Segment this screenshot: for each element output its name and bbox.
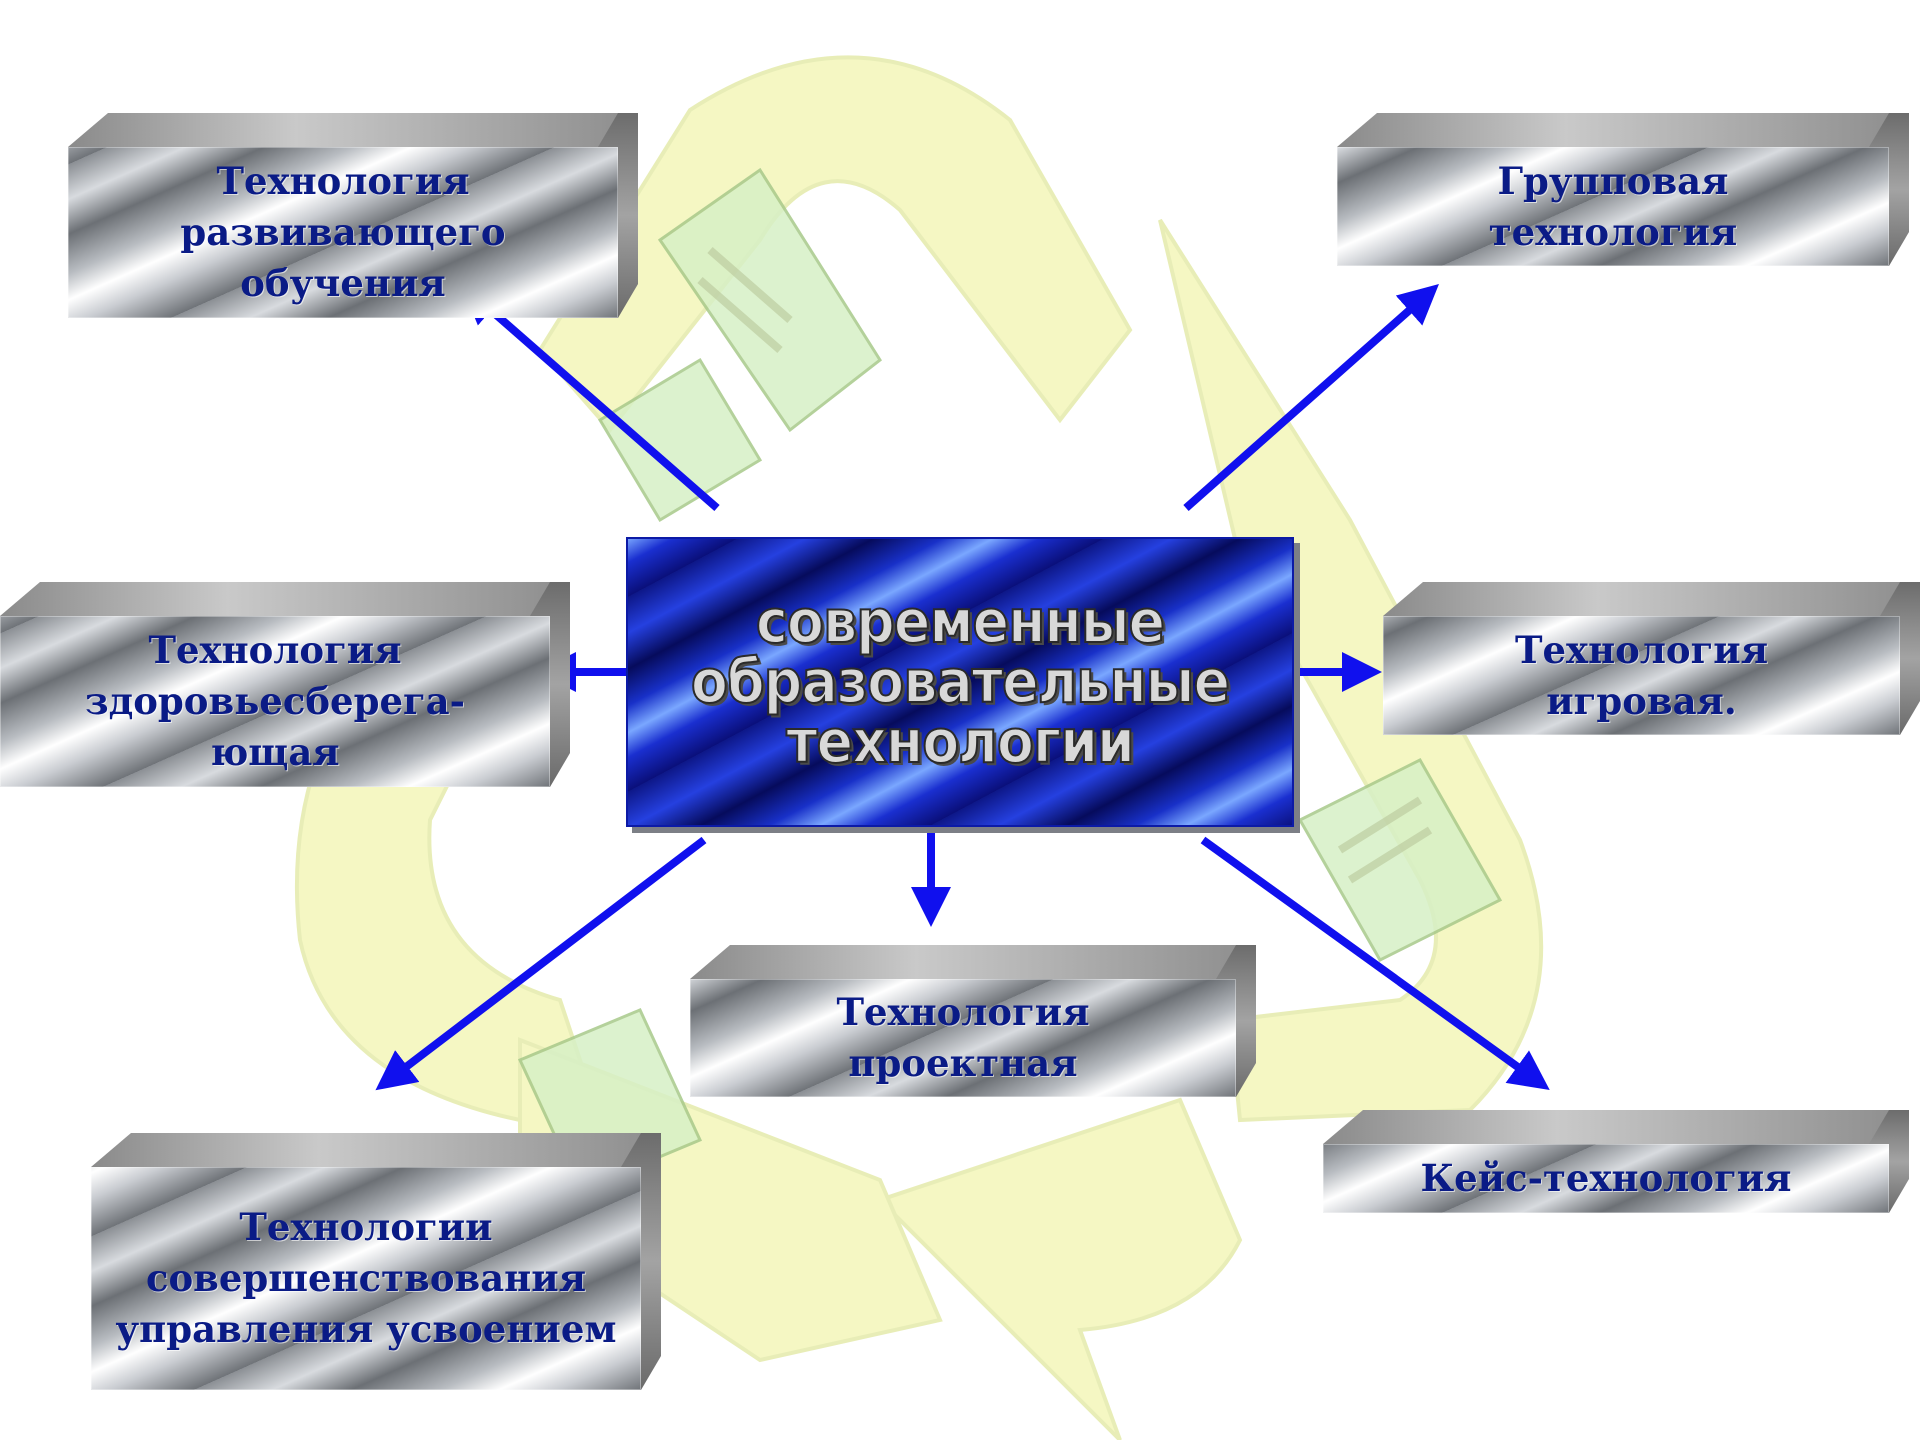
box-top-face (1323, 1110, 1909, 1144)
arrow-to-developmental (460, 284, 720, 512)
node-case: Кейс-технология (1323, 1110, 1909, 1213)
arrow-to-case (1200, 836, 1550, 1091)
node-game: Технология игровая. (1383, 582, 1920, 735)
node-label: Технология проектная (836, 990, 1090, 1085)
node-label: Технологии совершенствования управления … (115, 1205, 617, 1351)
node-project: Технология проектная (690, 945, 1256, 1097)
node-label: Групповая технология (1488, 158, 1738, 254)
box-front-face: Технология игровая. (1383, 616, 1900, 735)
box-front-face: Групповая технология (1337, 147, 1889, 266)
box-top-face (0, 582, 570, 616)
node-label: Технология здоровьесберега-ющая (84, 628, 466, 774)
node-health: Технология здоровьесберега-ющая (0, 582, 570, 787)
box-front-face: Технология здоровьесберега-ющая (0, 616, 550, 787)
box-top-face (68, 113, 638, 147)
node-management: Технологии совершенствования управления … (91, 1133, 661, 1390)
box-top-face (1383, 582, 1920, 616)
central-title: современные образовательные технологии (690, 587, 1231, 777)
arrow-to-management (375, 836, 707, 1091)
central-node: современные образовательные технологии (626, 537, 1294, 827)
node-label: Технология развивающего обучения (180, 159, 506, 305)
box-front-face: Кейс-технология (1323, 1144, 1889, 1213)
box-front-face: Технология проектная (690, 979, 1236, 1097)
node-label: Кейс-технология (1420, 1156, 1792, 1201)
box-front-face: Технология развивающего обучения (68, 147, 618, 318)
arrow-to-group (1183, 284, 1439, 511)
box-top-face (91, 1133, 661, 1167)
node-developmental: Технология развивающего обучения (68, 113, 638, 318)
node-group: Групповая технология (1337, 113, 1909, 266)
box-front-face: Технологии совершенствования управления … (91, 1167, 641, 1390)
box-top-face (1337, 113, 1909, 147)
node-label: Технология игровая. (1514, 627, 1769, 723)
box-top-face (690, 945, 1256, 979)
